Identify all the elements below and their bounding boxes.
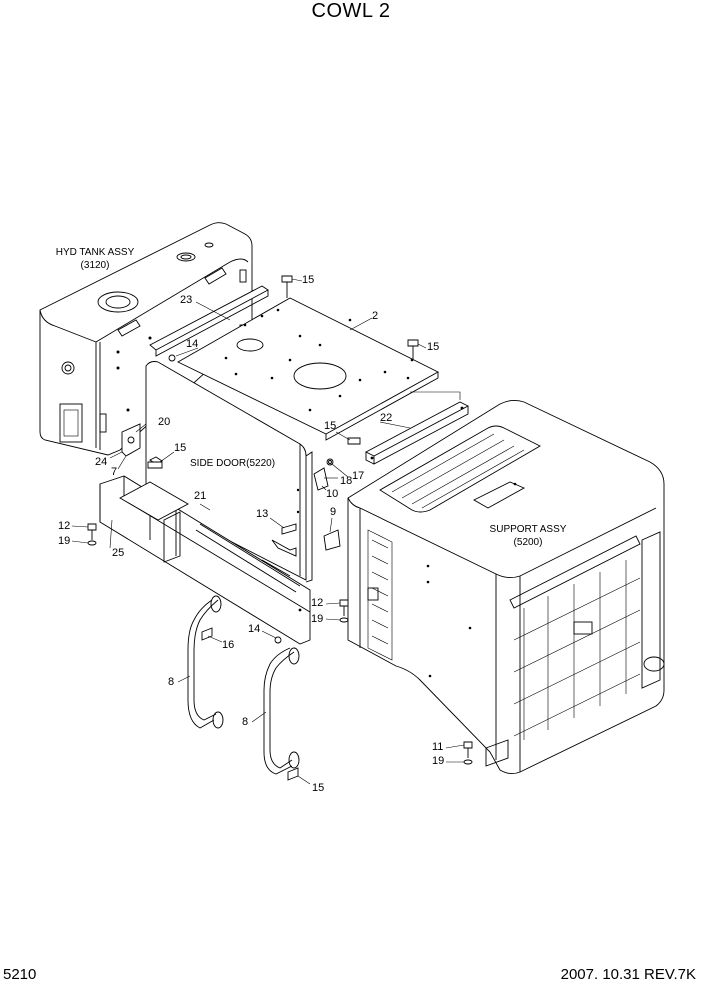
callout-17: 17 xyxy=(352,470,365,482)
callout-7: 7 xyxy=(111,466,118,478)
callout-15-mid: 15 xyxy=(324,420,337,432)
support-assembly-drawing xyxy=(347,399,665,775)
callout-15-plate: 15 xyxy=(427,341,440,353)
callout-11: 11 xyxy=(432,741,444,753)
callout-14-lower: 14 xyxy=(248,623,261,635)
callout-15-door: 15 xyxy=(174,442,187,454)
callout-15-bottom: 15 xyxy=(312,782,325,794)
callout-19-mid: 19 xyxy=(311,613,324,625)
assembly-label-hyd-tank: HYD TANK ASSY (3120) xyxy=(52,246,138,272)
callout-25: 25 xyxy=(112,547,125,559)
callout-16: 16 xyxy=(222,639,235,651)
diagram-title: COWL 2 xyxy=(311,0,391,22)
hyd-tank-label-line1: HYD TANK ASSY xyxy=(55,247,135,258)
callout-21: 21 xyxy=(194,490,207,502)
assembly-label-side-door: SIDE DOOR(5220) xyxy=(190,457,275,470)
hyd-tank-label-line2: (3120) xyxy=(80,260,110,271)
hyd-tank-assembly-drawing xyxy=(39,222,253,456)
callout-19-left: 19 xyxy=(58,535,71,547)
handle-8-right-drawing xyxy=(263,647,300,775)
handle-8-left-drawing xyxy=(187,595,224,729)
page-number: 5210 xyxy=(3,966,37,983)
callout-2: 2 xyxy=(372,310,379,322)
callout-13: 13 xyxy=(256,508,269,520)
callout-22: 22 xyxy=(380,412,393,424)
callout-8-left: 8 xyxy=(168,676,175,688)
support-label-line2: (5200) xyxy=(513,537,543,548)
bracket-23-drawing xyxy=(149,285,269,357)
bracket-22-drawing xyxy=(365,391,469,465)
channel-21-25-drawing xyxy=(99,475,311,645)
callout-15-top: 15 xyxy=(302,274,315,286)
callout-12-mid: 12 xyxy=(311,597,324,609)
callout-19-bottom: 19 xyxy=(432,755,445,767)
callout-9: 9 xyxy=(330,506,337,518)
top-plate-2-drawing xyxy=(177,297,439,441)
callout-14-upper: 14 xyxy=(186,338,199,350)
callout-24: 24 xyxy=(95,456,108,468)
revision-date: 2007. 10.31 REV.7K xyxy=(560,966,696,983)
callout-10: 10 xyxy=(326,488,339,500)
callout-20: 20 xyxy=(158,416,171,428)
assembly-label-support: SUPPORT ASSY (5200) xyxy=(484,523,572,549)
side-door-label-line1: SIDE DOOR(5220) xyxy=(190,458,276,469)
callout-12-left: 12 xyxy=(58,520,71,532)
fasteners-drawing xyxy=(87,275,473,781)
callout-8-right: 8 xyxy=(242,716,249,728)
callout-23: 23 xyxy=(180,294,193,306)
callout-18: 18 xyxy=(340,475,353,487)
support-label-line1: SUPPORT ASSY xyxy=(489,524,567,535)
leader-lines xyxy=(71,278,465,785)
